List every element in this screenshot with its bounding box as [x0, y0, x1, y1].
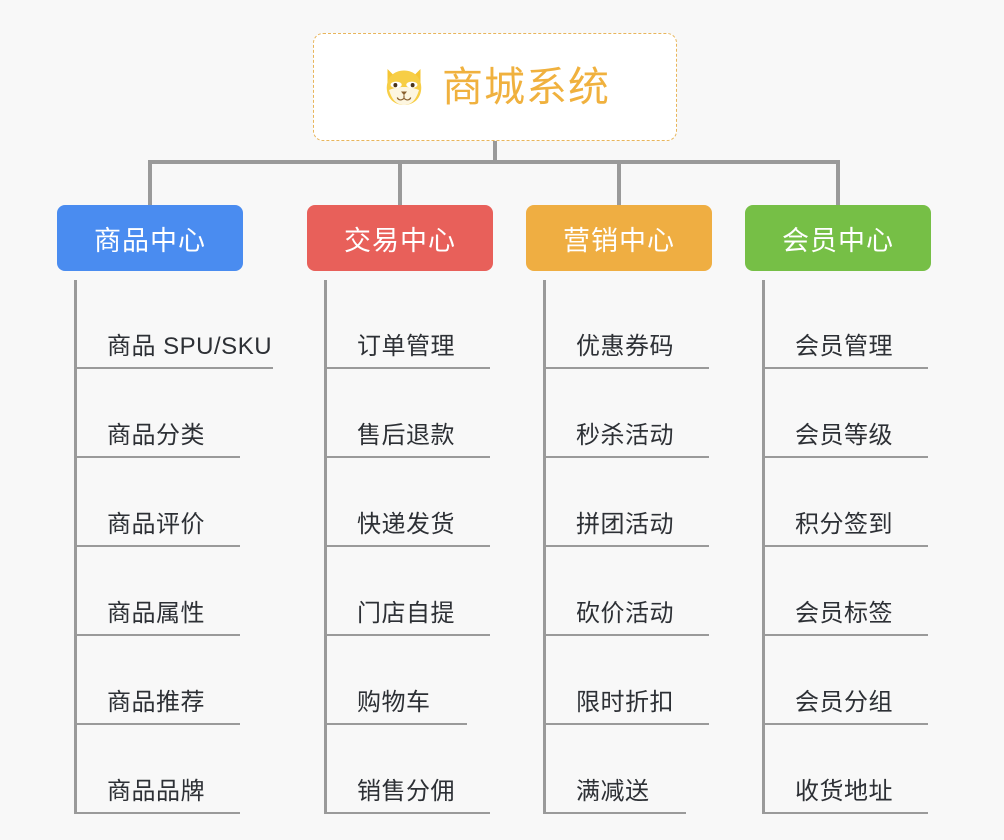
leaf-label: 会员分组 — [795, 689, 893, 716]
connector-bus-line — [150, 160, 840, 164]
leaf-label: 积分签到 — [795, 511, 893, 538]
branch-header-3[interactable]: 会员中心 — [745, 205, 931, 271]
branch-header-label-0: 商品中心 — [94, 225, 206, 256]
connector-drop-3 — [836, 160, 840, 207]
leaf-item[interactable]: 满减送 — [546, 725, 686, 814]
branch-header-1[interactable]: 交易中心 — [307, 205, 493, 271]
root-label: 商城系统 — [442, 63, 610, 110]
leaf-label: 会员等级 — [795, 422, 893, 449]
leaf-item[interactable]: 快递发货 — [327, 458, 490, 547]
connector-root-stem — [493, 141, 497, 163]
leaf-item[interactable]: 门店自提 — [327, 547, 490, 636]
leaf-label: 商品品牌 — [107, 778, 205, 805]
connector-drop-1 — [398, 160, 402, 207]
leaf-item[interactable]: 售后退款 — [327, 369, 490, 458]
leaf-label: 门店自提 — [357, 600, 455, 627]
branch-items-1: 订单管理 售后退款 快递发货 门店自提 购物车 销售分佣 — [324, 280, 493, 814]
leaf-label: 商品分类 — [107, 422, 205, 449]
leaf-label: 优惠券码 — [576, 333, 674, 360]
branch-column-2: 营销中心 优惠券码 秒杀活动 拼团活动 砍价活动 限时折扣 满减送 — [526, 205, 712, 814]
leaf-label: 砍价活动 — [576, 600, 674, 627]
branch-column-1: 交易中心 订单管理 售后退款 快递发货 门店自提 购物车 销售分佣 — [307, 205, 493, 814]
leaf-item[interactable]: 会员分组 — [765, 636, 928, 725]
leaf-item[interactable]: 限时折扣 — [546, 636, 709, 725]
leaf-item[interactable]: 会员等级 — [765, 369, 928, 458]
leaf-item[interactable]: 会员管理 — [765, 280, 928, 369]
leaf-label: 快递发货 — [357, 511, 455, 538]
leaf-label: 商品推荐 — [107, 689, 205, 716]
leaf-item[interactable]: 秒杀活动 — [546, 369, 709, 458]
branch-header-2[interactable]: 营销中心 — [526, 205, 712, 271]
branch-header-0[interactable]: 商品中心 — [57, 205, 243, 271]
branch-items-2: 优惠券码 秒杀活动 拼团活动 砍价活动 限时折扣 满减送 — [543, 280, 712, 814]
branch-header-label-2: 营销中心 — [563, 225, 675, 256]
leaf-item[interactable]: 商品 SPU/SKU — [77, 280, 273, 369]
leaf-label: 售后退款 — [357, 422, 455, 449]
leaf-item[interactable]: 商品评价 — [77, 458, 240, 547]
leaf-item[interactable]: 商品推荐 — [77, 636, 240, 725]
leaf-item[interactable]: 优惠券码 — [546, 280, 709, 369]
connector-drop-0 — [148, 160, 152, 207]
leaf-label: 商品评价 — [107, 511, 205, 538]
leaf-item[interactable]: 商品品牌 — [77, 725, 240, 814]
leaf-item[interactable]: 购物车 — [327, 636, 467, 725]
leaf-label: 满减送 — [576, 778, 650, 805]
branch-header-label-3: 会员中心 — [782, 225, 894, 256]
leaf-label: 秒杀活动 — [576, 422, 674, 449]
leaf-label: 限时折扣 — [576, 689, 674, 716]
branch-header-label-1: 交易中心 — [344, 225, 456, 256]
branch-column-3: 会员中心 会员管理 会员等级 积分签到 会员标签 会员分组 收货地址 — [745, 205, 931, 814]
leaf-label: 商品属性 — [107, 600, 205, 627]
leaf-label: 会员管理 — [795, 333, 893, 360]
leaf-label: 拼团活动 — [576, 511, 674, 538]
branch-column-0: 商品中心 商品 SPU/SKU 商品分类 商品评价 商品属性 商品推荐 商品品牌 — [57, 205, 273, 814]
leaf-label: 销售分佣 — [357, 778, 455, 805]
leaf-item[interactable]: 商品分类 — [77, 369, 240, 458]
leaf-label: 商品 SPU/SKU — [107, 333, 273, 360]
leaf-label: 订单管理 — [357, 333, 455, 360]
leaf-item[interactable]: 会员标签 — [765, 547, 928, 636]
leaf-item[interactable]: 销售分佣 — [327, 725, 490, 814]
leaf-label: 收货地址 — [795, 778, 893, 805]
connector-drop-2 — [617, 160, 621, 207]
shiba-dog-icon — [386, 69, 422, 105]
leaf-item[interactable]: 积分签到 — [765, 458, 928, 547]
root-node[interactable]: 商城系统 — [313, 33, 677, 141]
leaf-item[interactable]: 拼团活动 — [546, 458, 709, 547]
leaf-item[interactable]: 收货地址 — [765, 725, 928, 814]
branch-items-3: 会员管理 会员等级 积分签到 会员标签 会员分组 收货地址 — [762, 280, 931, 814]
leaf-item[interactable]: 订单管理 — [327, 280, 490, 369]
leaf-item[interactable]: 砍价活动 — [546, 547, 709, 636]
branch-items-0: 商品 SPU/SKU 商品分类 商品评价 商品属性 商品推荐 商品品牌 — [74, 280, 273, 814]
leaf-label: 购物车 — [357, 689, 431, 716]
leaf-label: 会员标签 — [795, 600, 893, 627]
leaf-item[interactable]: 商品属性 — [77, 547, 240, 636]
